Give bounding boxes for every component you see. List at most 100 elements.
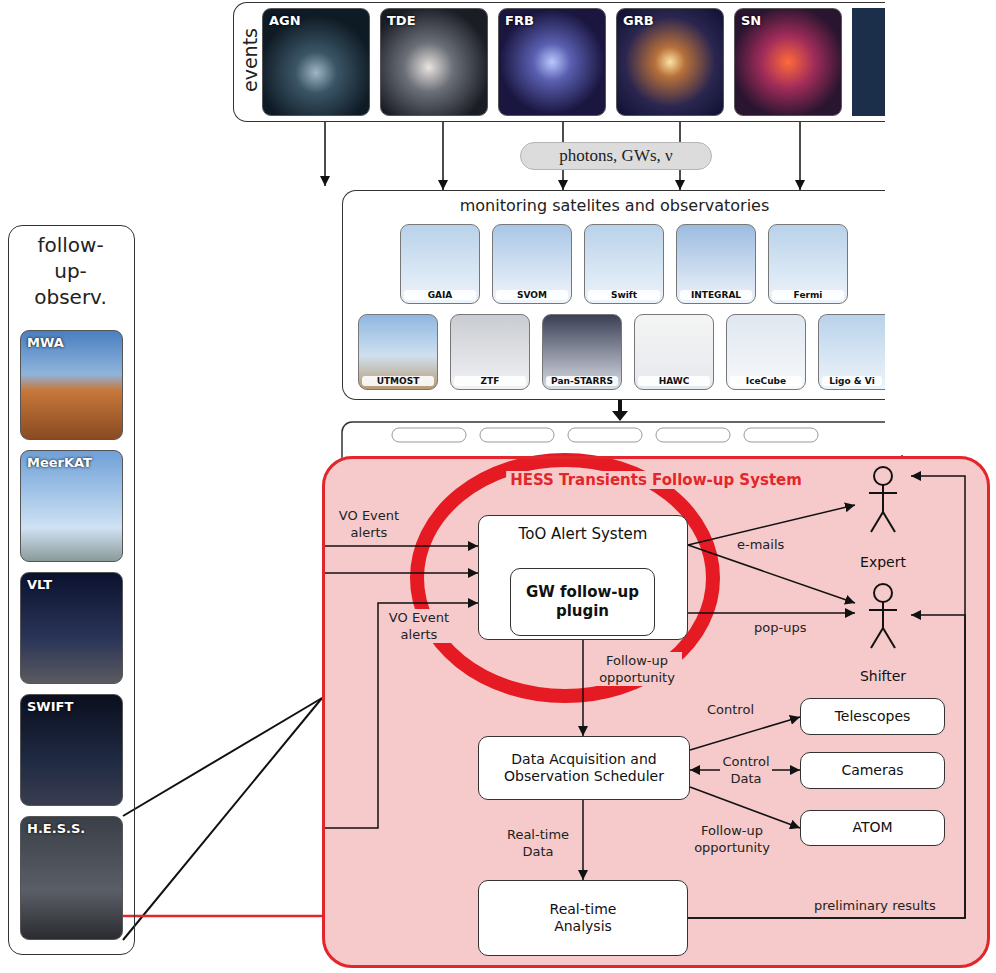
instrument-tile: UTMOST <box>358 314 438 390</box>
tile-label: Fermi <box>772 290 844 300</box>
tile-label: SWIFT <box>27 699 73 714</box>
tile-label: Ligo & Vi <box>822 376 882 386</box>
person-label: Expert <box>855 554 911 570</box>
observatory-tile: VLT <box>20 572 123 684</box>
pill-label: photons, GWs, ν <box>559 146 672 166</box>
panel-title: HESS Transients Follow-up System <box>506 471 806 489</box>
tile-label: GRB <box>623 13 654 28</box>
connector-arrow <box>688 545 855 603</box>
instrument-tile: Ligo & Vi <box>818 314 885 390</box>
event-tile: AGN <box>262 8 370 116</box>
tile-label: UTMOST <box>362 376 434 386</box>
instrument-tile: GAIA <box>400 224 480 304</box>
person-figure: Expert <box>855 462 911 570</box>
input-arrow <box>324 572 478 574</box>
tile-label: MeerKAT <box>27 455 92 470</box>
tile-label: INTEGRAL <box>680 290 752 300</box>
edge-label: Follow-up opportunity <box>592 652 682 686</box>
zoom-line <box>123 698 322 940</box>
input-label: VO Event alerts <box>336 507 402 541</box>
box-label: GW follow-up plugin <box>517 583 648 621</box>
edge-label: pop-ups <box>752 619 808 636</box>
observatory-tile: SWIFT <box>20 694 123 806</box>
feed-arrow <box>324 122 326 186</box>
event-tile: TDE <box>380 8 488 116</box>
instrument-tile: Pan-STARRS <box>542 314 622 390</box>
box-label: Telescopes <box>835 708 911 726</box>
thick-arrow <box>618 400 622 412</box>
tile-label: IceCube <box>730 376 802 386</box>
process-box: Real-time Analysis <box>478 880 688 956</box>
cut-tile <box>852 8 885 116</box>
input-arrow <box>324 545 478 547</box>
tile-label: Swift <box>588 290 660 300</box>
connector-arrow <box>582 640 584 736</box>
process-box: Telescopes <box>800 698 945 735</box>
panel-title: monitoring satelites and observatories <box>343 196 886 215</box>
connector-arrow <box>688 615 965 918</box>
process-box: Data Acquisition and Observation Schedul… <box>478 736 690 800</box>
connector-arrow <box>690 717 800 750</box>
zoom-line <box>123 698 322 816</box>
instrument-tile: Fermi <box>768 224 848 304</box>
edge-label: Control Data <box>720 753 772 787</box>
instrument-tile: Swift <box>584 224 664 304</box>
box-label: Real-time Analysis <box>538 901 628 936</box>
system-panel: HESS Transients Follow-up SystemToO Aler… <box>322 456 990 968</box>
instrument-tile: HAWC <box>634 314 714 390</box>
tile-label: GAIA <box>404 290 476 300</box>
panel-title: follow- up- observ. <box>23 232 118 310</box>
edge-label: Control <box>705 701 756 718</box>
instrument-tile: IceCube <box>726 314 806 390</box>
edge-label: Real-time Data <box>500 826 576 860</box>
broker-chip <box>656 428 730 442</box>
box-label: Data Acquisition and Observation Schedul… <box>485 751 683 786</box>
observatory-tile: H.E.S.S. <box>20 816 123 940</box>
crop-mask <box>885 0 996 455</box>
thick-arrowhead <box>612 411 628 421</box>
process-box: ATOM <box>800 810 945 846</box>
event-tile: SN <box>734 8 842 116</box>
instrument-tile: INTEGRAL <box>676 224 756 304</box>
broker-chip <box>744 428 818 442</box>
process-box: Cameras <box>800 752 945 789</box>
instrument-tile: SVOM <box>492 224 572 304</box>
broker-chip <box>568 428 642 442</box>
tile-label: Pan-STARRS <box>546 376 618 386</box>
person-figure: Shifter <box>855 578 911 684</box>
observatory-tile: MeerKAT <box>20 450 123 562</box>
stick-figure <box>869 584 897 648</box>
event-tile: FRB <box>498 8 606 116</box>
alert-box: ToO Alert System GW follow-up plugin <box>478 515 688 640</box>
tile-label: FRB <box>505 13 534 28</box>
tile-label: HAWC <box>638 376 710 386</box>
monitoring-panel: monitoring satelites and observatoriesGA… <box>342 190 885 400</box>
messenger-pill: photons, GWs, ν <box>520 142 712 170</box>
box-label: ATOM <box>852 819 892 837</box>
input-arrow <box>324 603 478 828</box>
broker-chip <box>480 428 554 442</box>
tile-label: MWA <box>27 335 64 350</box>
tile-label: AGN <box>269 13 301 28</box>
tile-label: ZTF <box>454 376 526 386</box>
edge-label: Follow-up opportunity <box>690 822 774 856</box>
person-label: Shifter <box>855 668 911 684</box>
connector-arrow <box>123 915 322 918</box>
tile-label: VLT <box>27 577 52 592</box>
box-label: ToO Alert System <box>519 525 648 544</box>
tile-label: SVOM <box>496 290 568 300</box>
observatory-tile: MWA <box>20 330 123 440</box>
stick-figure <box>869 467 897 532</box>
event-tile: GRB <box>616 8 724 116</box>
plugin-box: GW follow-up plugin <box>510 568 655 636</box>
connector-arrow <box>799 122 801 190</box>
panel-title: events <box>239 22 261 98</box>
highlight-ellipse <box>417 460 713 696</box>
input-label: VO Event alerts <box>386 609 452 643</box>
edge-label: e-mails <box>735 536 786 553</box>
connector-arrow <box>442 122 444 190</box>
instrument-tile: ZTF <box>450 314 530 390</box>
tile-label: SN <box>741 13 761 28</box>
tile-label: H.E.S.S. <box>27 821 85 836</box>
system-panel-fill <box>322 456 990 968</box>
